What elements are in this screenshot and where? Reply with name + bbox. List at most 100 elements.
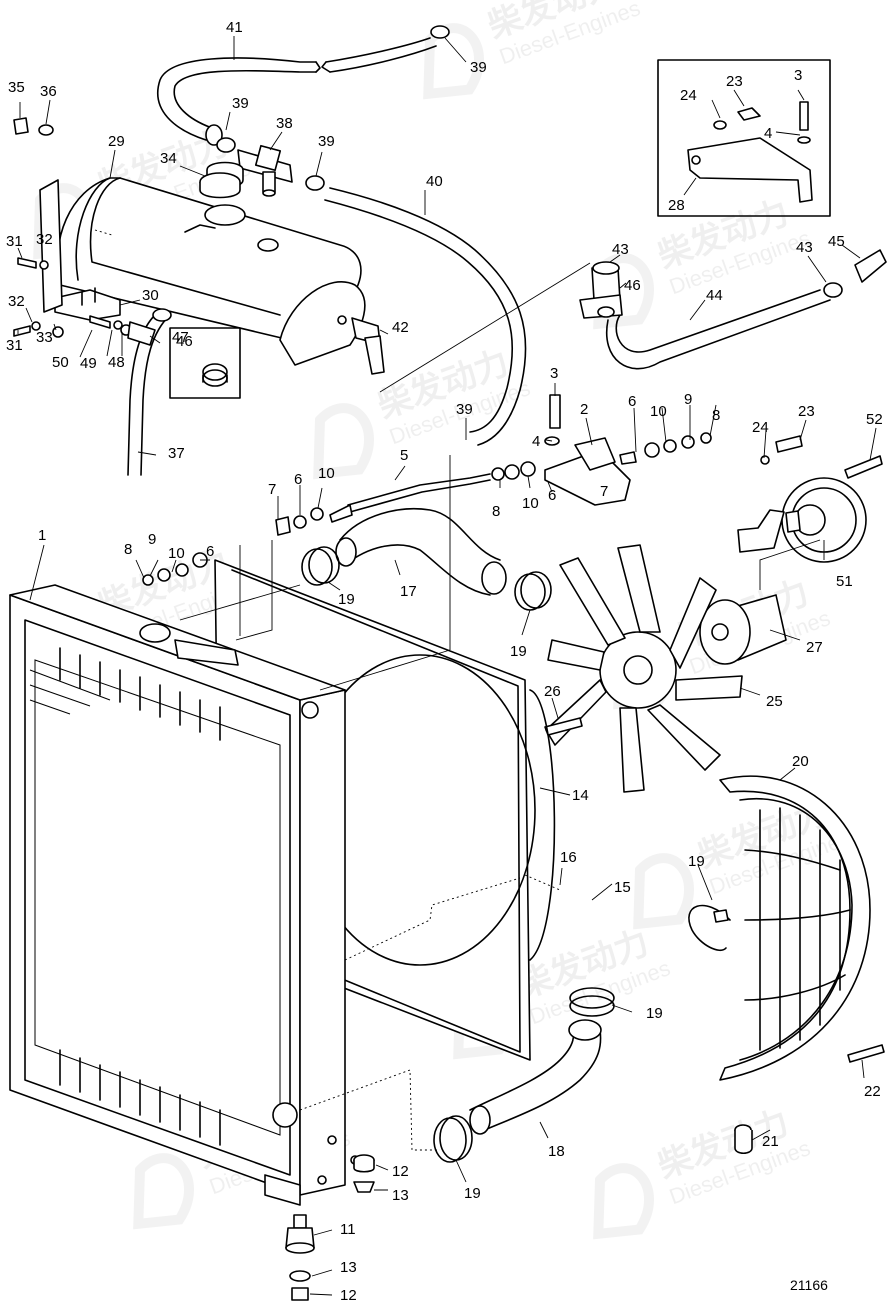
part-label: 3 xyxy=(794,67,802,84)
part-label: 6 xyxy=(206,543,214,560)
bracket-inset xyxy=(657,59,831,217)
part-label: 7 xyxy=(600,483,608,500)
part-label: 27 xyxy=(806,639,823,656)
part-label: 8 xyxy=(124,541,132,558)
part-label: 13 xyxy=(392,1187,409,1204)
part-label: 33 xyxy=(36,329,53,346)
part-label: 19 xyxy=(338,591,355,608)
part-label: 40 xyxy=(426,173,443,190)
part-label: 2 xyxy=(580,401,588,418)
part-label: 14 xyxy=(572,787,589,804)
part-label: 39 xyxy=(232,95,249,112)
part-label: 11 xyxy=(340,1221,356,1238)
part-label: 19 xyxy=(510,643,527,660)
filler-cap xyxy=(199,172,241,199)
part-label: 10 xyxy=(318,465,335,482)
part-label: 31 xyxy=(6,337,23,354)
part-label: 23 xyxy=(726,73,743,90)
part-label: 41 xyxy=(226,19,243,36)
fan-pulley xyxy=(781,477,867,563)
part-label: 17 xyxy=(400,583,417,600)
lower-radiator-hose xyxy=(433,987,615,1163)
part-label: 19 xyxy=(688,853,705,870)
part-label: 19 xyxy=(646,1005,663,1022)
part-label: 46 xyxy=(176,333,193,350)
part-label: 45 xyxy=(828,233,845,250)
drain-valve xyxy=(351,317,385,375)
part-label: 12 xyxy=(340,1287,357,1304)
vent-pipe xyxy=(329,461,536,523)
part-label: 42 xyxy=(392,319,409,336)
expansion-tank xyxy=(56,161,366,366)
part-label: 44 xyxy=(706,287,723,304)
part-label: 37 xyxy=(168,445,185,462)
upper-vent-hose xyxy=(157,25,450,146)
part-label: 26 xyxy=(544,683,561,700)
part-label: 13 xyxy=(340,1259,357,1276)
part-label: 15 xyxy=(614,879,631,896)
part-label: 30 xyxy=(142,287,159,304)
part-label: 22 xyxy=(864,1083,881,1100)
part-label: 20 xyxy=(792,753,809,770)
part-label: 8 xyxy=(712,407,720,424)
drain-hose xyxy=(127,308,172,476)
part-label: 4 xyxy=(532,433,540,450)
part-label: 43 xyxy=(796,239,813,256)
part-label: 38 xyxy=(276,115,293,132)
part-label: 51 xyxy=(836,573,853,590)
part-label: 29 xyxy=(108,133,125,150)
small-fasteners-left xyxy=(13,117,156,346)
part-label: 48 xyxy=(108,354,125,371)
part-label: 18 xyxy=(548,1143,565,1160)
part-label: 12 xyxy=(392,1163,409,1180)
part-label: 6 xyxy=(548,487,556,504)
rubber-mounts xyxy=(285,1154,375,1301)
part-label: 24 xyxy=(752,419,769,436)
part-label: 3 xyxy=(550,365,558,382)
part-label: 10 xyxy=(168,545,185,562)
part-label: 50 xyxy=(52,354,69,371)
fan-blades xyxy=(544,544,743,793)
part-label: 25 xyxy=(766,693,783,710)
part-label: 46 xyxy=(624,277,641,294)
part-label: 21 xyxy=(762,1133,779,1150)
part-label: 28 xyxy=(668,197,685,214)
left-fasteners xyxy=(142,507,324,586)
part-label: 34 xyxy=(160,150,177,167)
part-label: 36 xyxy=(40,83,57,100)
part-label: 32 xyxy=(36,231,53,248)
part-label: 19 xyxy=(464,1185,481,1202)
tank-bracket xyxy=(39,179,121,321)
part-label: 35 xyxy=(8,79,25,96)
part-label: 9 xyxy=(684,391,692,408)
part-label: 39 xyxy=(456,401,473,418)
part-label: 5 xyxy=(400,447,408,464)
part-label: 16 xyxy=(560,849,577,866)
part-label: 32 xyxy=(8,293,25,310)
expansion-hose xyxy=(324,187,527,446)
part-label: 10 xyxy=(522,495,539,512)
part-label: 23 xyxy=(798,403,815,420)
part-label: 9 xyxy=(148,531,156,548)
tee-connector xyxy=(216,137,325,197)
fan-guard xyxy=(719,775,885,1155)
part-label: 39 xyxy=(470,59,487,76)
part-label: 6 xyxy=(294,471,302,488)
part-label: 10 xyxy=(650,403,667,420)
part-label: 6 xyxy=(628,393,636,410)
radiator-core xyxy=(9,584,360,1206)
part-label: 47 xyxy=(172,329,189,346)
hose-clamp-inset xyxy=(169,327,241,399)
bypass-hose xyxy=(579,249,887,370)
mounting-bracket xyxy=(544,394,712,506)
fan-bracket xyxy=(737,435,883,553)
fan-hub xyxy=(699,594,787,665)
part-label: 24 xyxy=(680,87,697,104)
part-label: 52 xyxy=(866,411,883,428)
part-label: 1 xyxy=(38,527,46,544)
part-label: 39 xyxy=(318,133,335,150)
part-label: 43 xyxy=(612,241,629,258)
part-label: 7 xyxy=(268,481,276,498)
part-label: 31 xyxy=(6,233,23,250)
